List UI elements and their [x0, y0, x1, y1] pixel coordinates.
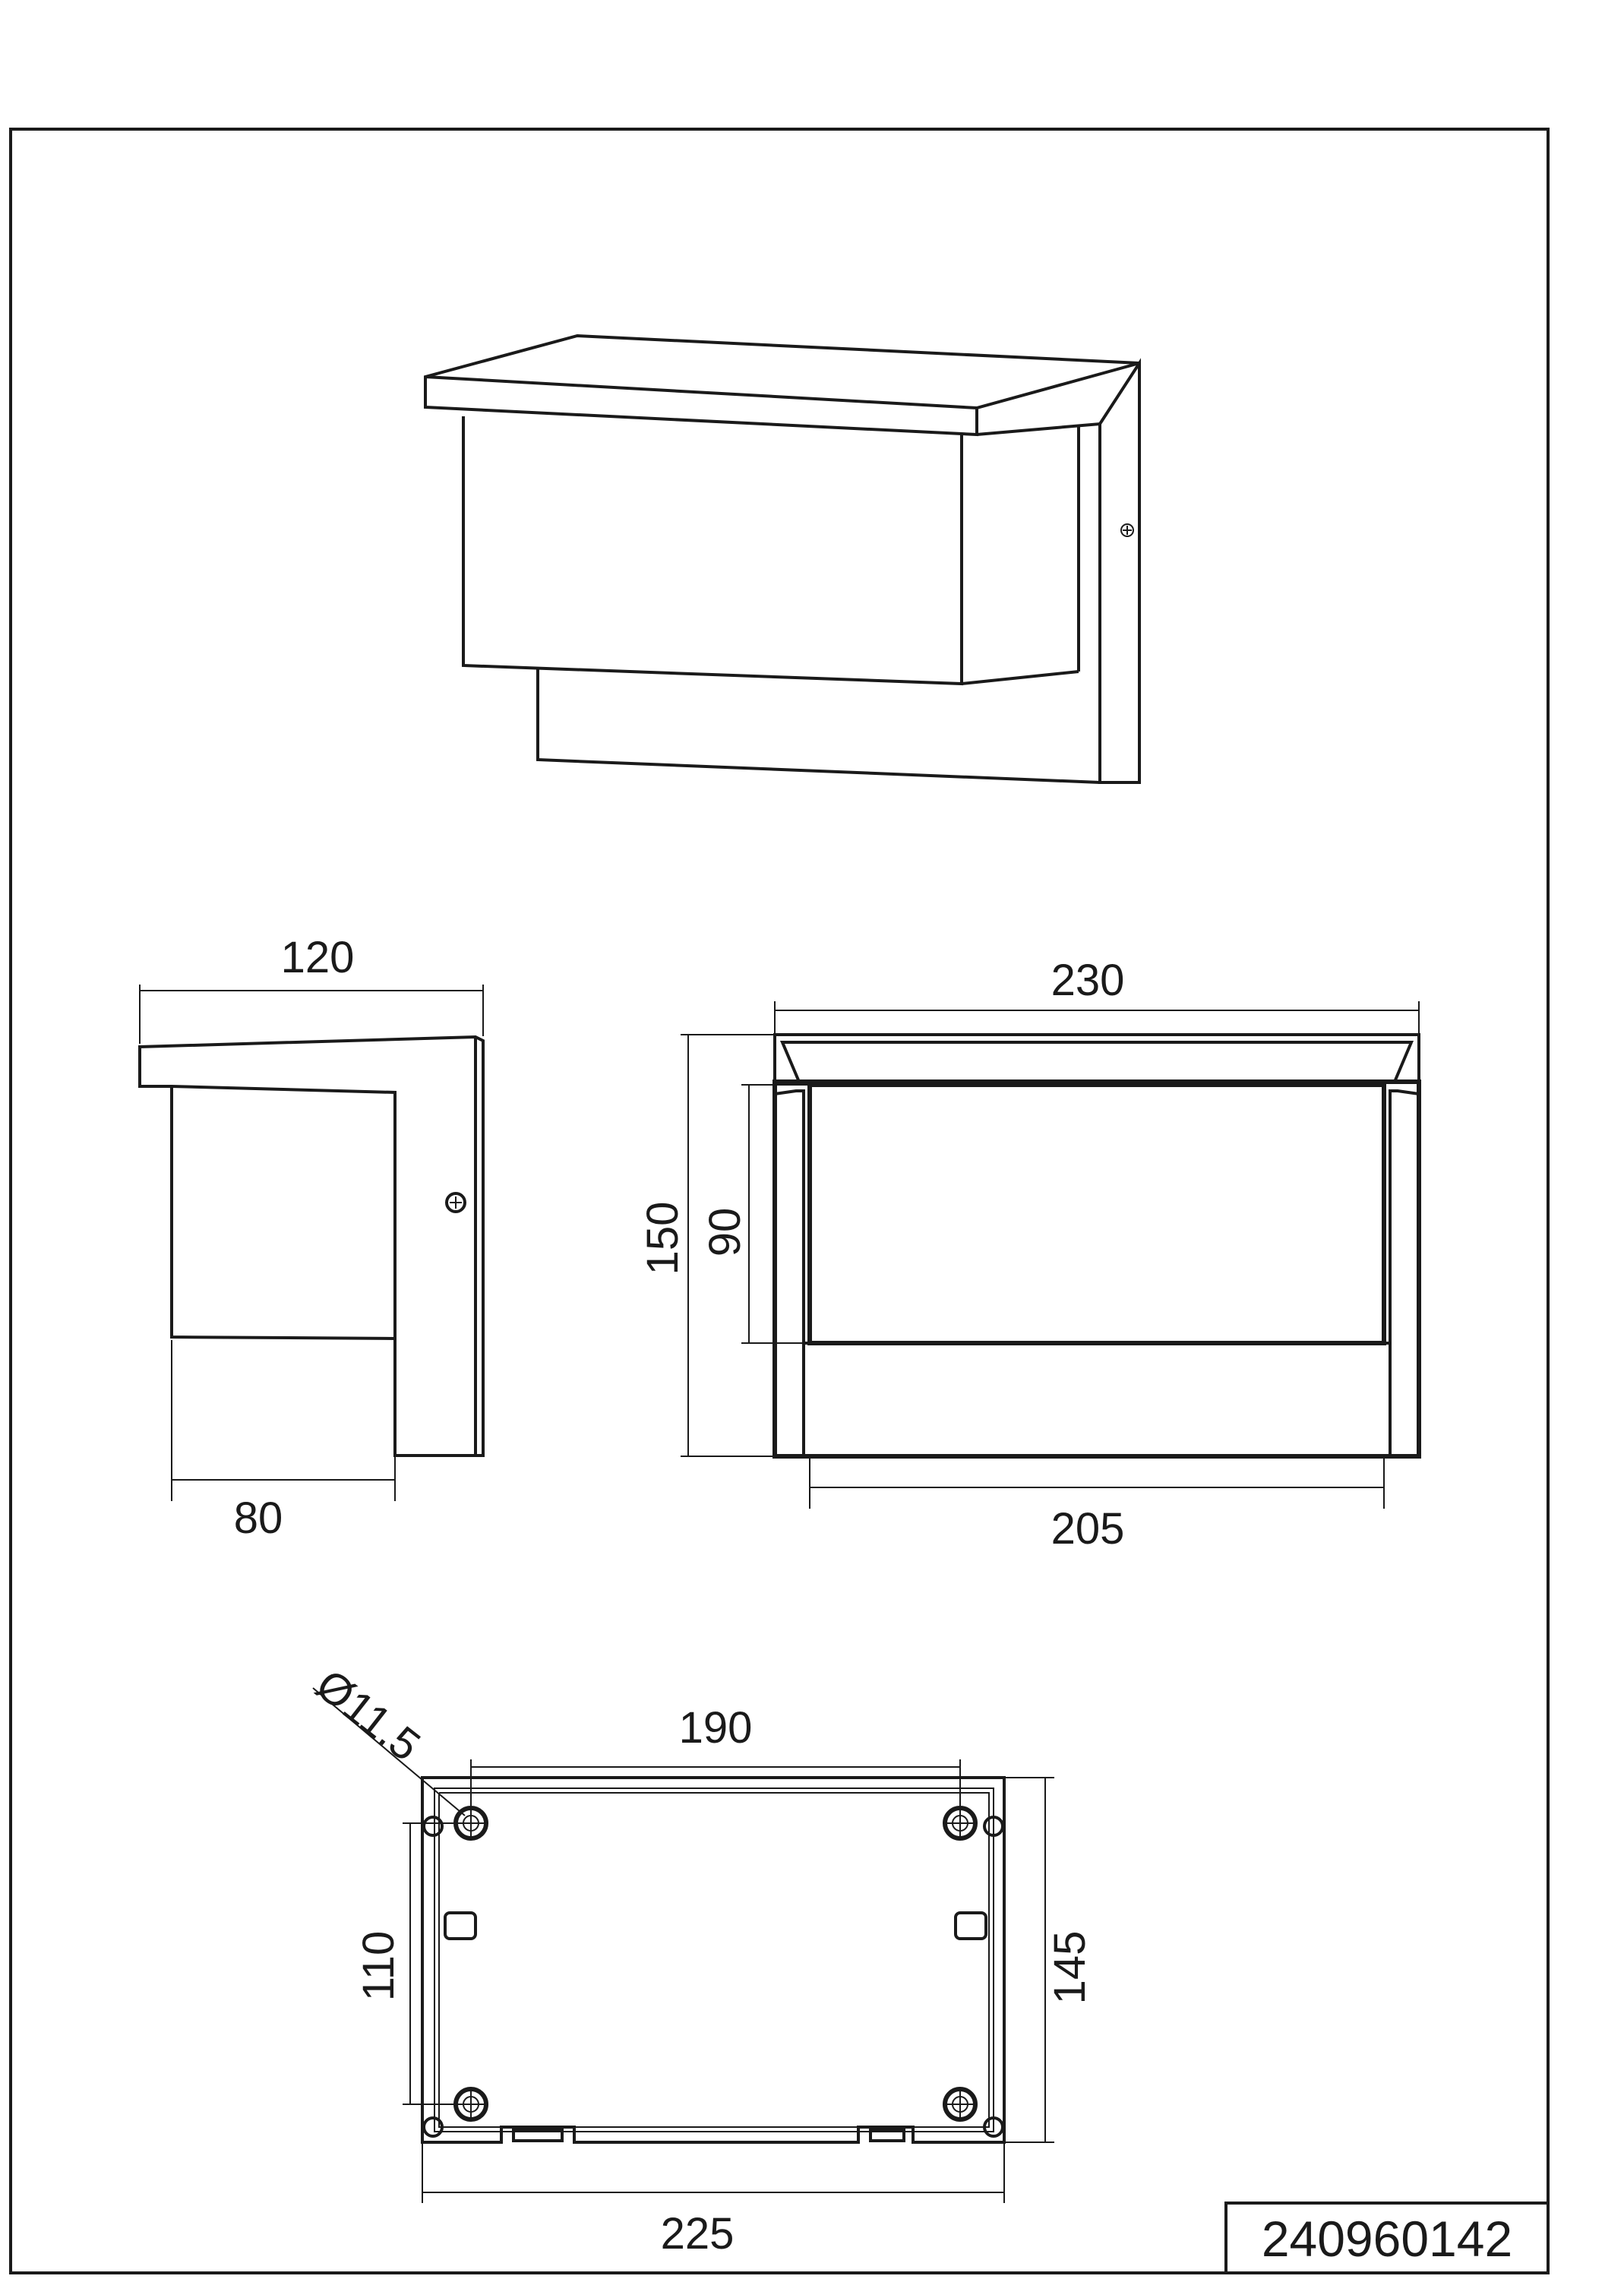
perspective-view: [424, 333, 1141, 784]
dim-front-height: 150: [638, 1202, 687, 1275]
mounting-hole: [453, 2087, 488, 2122]
part-number: 240960142: [1262, 2211, 1512, 2267]
dim-side-body-depth: 80: [234, 1494, 283, 1543]
front-view: 230 205 150 90: [638, 956, 1421, 1554]
dim-side-depth: 120: [281, 933, 355, 982]
dim-base-hole-spacing-x: 190: [679, 1703, 753, 1753]
base-view: 190 110 145 225 Ø11.5: [307, 1660, 1095, 2258]
dim-front-lens-height: 90: [700, 1208, 750, 1257]
dim-base-hole-diameter: Ø11.5: [307, 1660, 429, 1771]
dim-front-width: 230: [1051, 956, 1125, 1005]
dim-front-lens-width: 205: [1051, 1504, 1125, 1554]
dim-base-plate-height: 145: [1045, 1931, 1095, 2005]
title-block: [1224, 2202, 1550, 2274]
mounting-hole: [943, 2087, 978, 2122]
screw-icon: [445, 1192, 466, 1213]
mounting-hole: [943, 1806, 978, 1841]
screw-icon: [1120, 523, 1134, 537]
side-view: 120 80: [138, 933, 485, 1543]
dim-base-plate-width: 225: [661, 2209, 735, 2258]
drawing-frame: [9, 128, 1550, 2274]
dim-base-hole-spacing-y: 110: [354, 1931, 403, 2001]
